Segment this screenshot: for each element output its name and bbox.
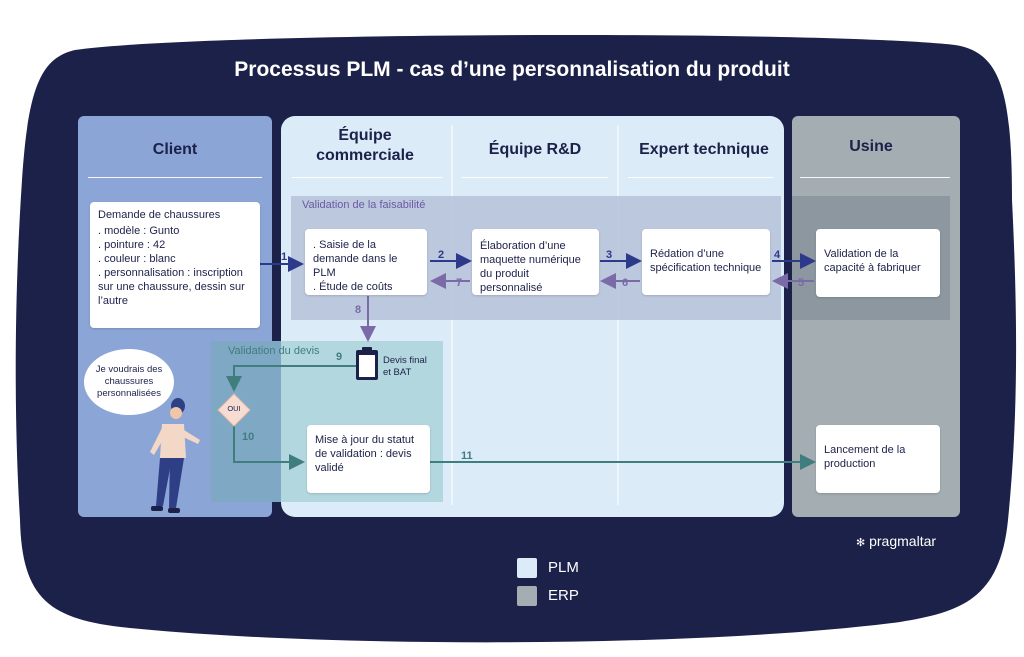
redaction-box: Rédation d’une spécification technique — [642, 229, 770, 295]
client-request-line: . pointure : 42 — [98, 239, 166, 251]
band-label-faisabilite: Validation de la faisabilité — [302, 199, 426, 211]
client-request-box: Demande de chaussures . modèle : Gunto .… — [90, 202, 260, 328]
mise-a-jour-box: Mise à jour du statut de validation : de… — [307, 425, 430, 493]
step-number: 10 — [242, 431, 255, 443]
brand-name: pragmaltar — [869, 533, 937, 549]
band-label-devis: Validation du devis — [228, 345, 320, 357]
client-request-line: . couleur : blanc — [98, 253, 176, 265]
step-number: 8 — [355, 304, 362, 316]
step-number: 9 — [336, 351, 343, 363]
devis-doc-label: Devis final et BAT — [383, 355, 427, 378]
divider — [462, 177, 608, 178]
saisie-line: . Saisie de la demande dans le PLM — [313, 239, 398, 279]
client-request-heading: Demande de chaussures — [98, 209, 221, 221]
decision-diamond — [217, 393, 251, 427]
step-number: 2 — [438, 249, 445, 261]
speech-bubble: Je voudrais des chaussures personnalisée… — [84, 349, 174, 415]
step-number: 4 — [774, 249, 781, 261]
lancement-box: Lancement de la production — [816, 425, 940, 493]
column-rd: Équipe R&D — [488, 141, 582, 158]
legend-swatch-erp — [517, 586, 537, 606]
step-number: 7 — [456, 277, 463, 289]
divider — [800, 177, 950, 178]
brand-mark-icon: ✻ — [856, 537, 866, 549]
divider — [628, 177, 774, 178]
column-expert: Expert technique — [639, 141, 769, 158]
legend-label-erp: ERP — [548, 587, 579, 604]
step-number: 6 — [622, 277, 629, 289]
legend-swatch-plm — [517, 558, 537, 578]
saisie-line: . Étude de coûts — [313, 281, 393, 293]
elaboration-box: Élaboration d’une maquette numérique du … — [472, 229, 599, 295]
page-title: Processus PLM - cas d’une personnalisati… — [234, 58, 790, 81]
step-number: 3 — [606, 249, 613, 261]
saisie-box: . Saisie de la demande dans le PLM . Étu… — [305, 229, 427, 295]
legend-label-plm: PLM — [548, 559, 579, 576]
client-request-line: . personnalisation : inscription sur une… — [98, 267, 245, 307]
person-illustration — [150, 398, 200, 513]
decision-label: OUI — [227, 404, 241, 413]
brand-logo: ✻ pragmaltar — [856, 533, 936, 549]
divider — [88, 177, 262, 178]
column-usine: Usine — [849, 138, 893, 155]
client-request-line: . modèle : Gunto — [98, 225, 180, 237]
divider — [292, 177, 442, 178]
step-number: 5 — [798, 277, 805, 289]
clipboard-icon — [356, 347, 378, 380]
column-client: Client — [152, 141, 198, 158]
step-number: 11 — [461, 450, 473, 462]
step-number: 1 — [281, 251, 288, 263]
column-commercial: Équipe commerciale — [316, 127, 414, 164]
validation-capacite-box: Validation de la capacité à fabriquer — [816, 229, 940, 297]
